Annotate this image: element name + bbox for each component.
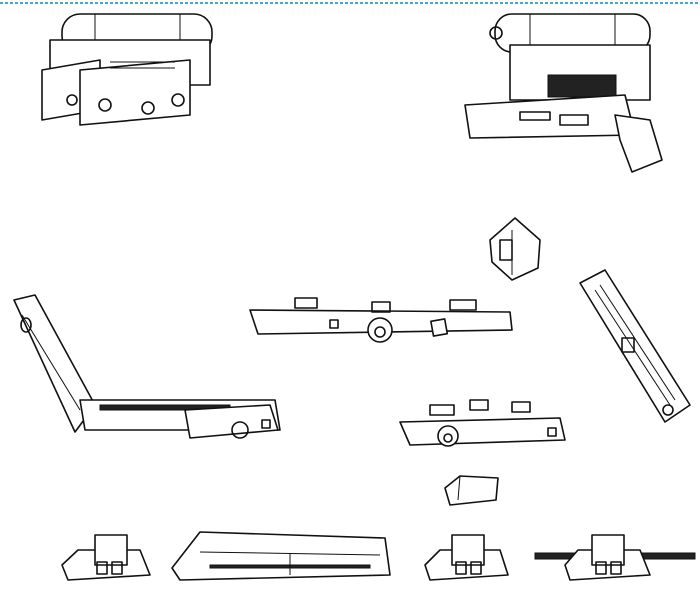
clip-small-icon — [489, 217, 541, 281]
corner-drive-icon — [13, 294, 281, 439]
strike-plate-1-icon — [61, 534, 151, 581]
short-shear-bar-icon — [399, 399, 566, 447]
shear-bar-icon — [249, 297, 513, 343]
vertical-lock-bar-icon — [579, 269, 691, 423]
strike-plate-2-icon — [424, 534, 509, 581]
hinge-right-icon — [464, 13, 663, 173]
strike-plate-3-icon — [534, 534, 696, 581]
hinge-left-icon — [41, 13, 213, 126]
long-strike-plate-icon — [171, 531, 391, 581]
keeper-small-icon — [444, 475, 499, 506]
